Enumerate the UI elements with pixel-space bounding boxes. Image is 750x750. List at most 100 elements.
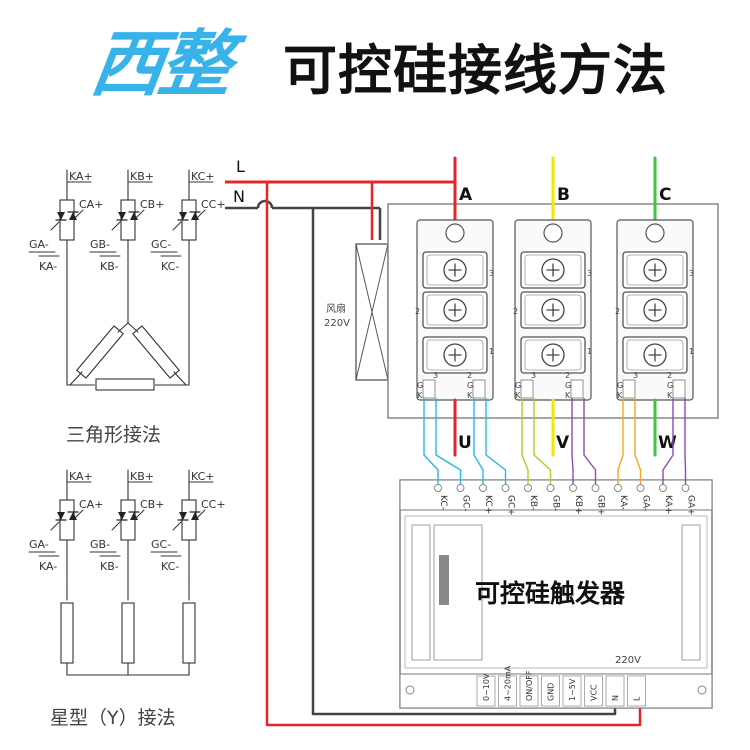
thyristor-triangle — [179, 212, 187, 220]
phase-input-label: C — [659, 185, 671, 205]
label-kplus: KB+ — [130, 170, 154, 183]
thyristor-triangle — [57, 512, 65, 520]
trigger-voltage: 220V — [615, 655, 641, 666]
label-kplus: KA+ — [69, 170, 93, 183]
gate-control-wire — [571, 398, 574, 484]
gate-terminal — [672, 379, 686, 399]
thyristor-triangle — [57, 212, 65, 220]
pin-number: 3 — [587, 269, 592, 278]
terminal-slot — [605, 675, 625, 707]
terminal-inner — [626, 339, 684, 371]
delta-wire — [127, 322, 139, 333]
terminal-screw — [569, 484, 577, 492]
label-cplus: CB+ — [140, 498, 164, 511]
resistor — [75, 325, 125, 379]
terminal-strip-top — [399, 479, 713, 511]
terminal-screw — [546, 484, 555, 492]
gate-lead — [135, 509, 145, 519]
label-line-n: N — [233, 187, 245, 206]
trigger-title: 可控硅触发器 — [475, 579, 626, 608]
gate-lead — [111, 221, 121, 231]
gate-label: K — [417, 391, 423, 400]
gate-control-wire — [473, 398, 484, 484]
label-kplus: KB+ — [130, 470, 154, 483]
wire-l-return — [265, 182, 642, 727]
phase-output-label: U — [458, 433, 472, 453]
gate-control-wire — [583, 398, 597, 484]
terminal-slot — [584, 675, 603, 707]
label-gminus: GB- — [90, 538, 110, 551]
terminal-screw — [479, 484, 487, 492]
terminal-screw — [456, 484, 465, 492]
star-thyristor-bank: KA+CA+GA-KA-KB+CB+GB-KB-KC+CC+GC-KC-星型（Y… — [28, 469, 226, 729]
label-cplus: CA+ — [79, 198, 103, 211]
page-title: 可控硅接线方法 — [283, 39, 668, 102]
mount-hole — [645, 223, 665, 243]
delta-thyristor-bank: KA+CA+GA-KA-KB+CB+GB-KB-KC+CC+GC-KC-三角形接… — [28, 169, 226, 446]
gate-lead — [74, 209, 84, 219]
gate-control-wire — [533, 398, 552, 484]
terminal-label: GA+ — [686, 495, 696, 516]
resistor — [131, 325, 181, 379]
side-rail — [681, 524, 701, 661]
gate-lead — [74, 509, 84, 519]
terminal-screw — [524, 484, 532, 492]
gate-control-wire — [435, 398, 462, 484]
label-kminus: KB- — [100, 560, 119, 573]
label-gminus: GC- — [151, 538, 171, 551]
terminal-screw — [614, 484, 622, 492]
pin-number: 2 — [513, 307, 518, 316]
terminal-screw — [681, 484, 690, 492]
resistor — [182, 602, 196, 664]
label-cplus: CC+ — [201, 498, 226, 511]
terminal-label: GB- — [551, 495, 561, 511]
terminal-screw — [659, 484, 667, 492]
mount-hole — [405, 685, 415, 695]
terminal-label: KC- — [438, 495, 448, 510]
phase-input-label: A — [459, 185, 473, 205]
pin-number: 1 — [689, 347, 694, 356]
gate-lead — [196, 209, 206, 219]
gate-label: G — [515, 381, 521, 390]
label-kplus: KC+ — [191, 170, 215, 183]
gate-control-wire — [634, 398, 642, 484]
terminal-label: N — [611, 695, 620, 701]
component — [439, 555, 449, 605]
pin-number: 1 — [489, 347, 494, 356]
terminal-label: GND — [547, 683, 556, 701]
pin-number: 3 — [633, 371, 638, 380]
gate-label: K — [617, 391, 623, 400]
wire-n-hop — [256, 199, 274, 209]
terminal-label: 4~20mA — [504, 665, 513, 701]
terminal-inner — [524, 339, 582, 371]
terminal-inner — [626, 294, 684, 326]
pin-number: 2 — [667, 371, 672, 380]
terminal-label: KB+ — [573, 495, 583, 515]
terminal-label: ON/OFF — [525, 670, 534, 701]
gate-control-wire — [521, 398, 529, 484]
delta-wire — [155, 280, 190, 386]
label-cplus: CA+ — [79, 498, 103, 511]
label-kplus: KA+ — [69, 470, 93, 483]
delta-wire — [69, 371, 83, 386]
pin-number: 3 — [689, 269, 694, 278]
gate-lead — [196, 509, 206, 519]
delta-wire — [117, 322, 129, 333]
terminal-slot — [541, 675, 560, 707]
gate-lead — [172, 521, 182, 531]
gate-lead — [111, 521, 121, 531]
gate-control-wire — [423, 398, 439, 484]
label-cplus: CB+ — [140, 198, 164, 211]
mount-hole — [697, 685, 707, 695]
gate-lead — [50, 221, 60, 231]
pin-number: 3 — [489, 269, 494, 278]
terminal-label: KC+ — [483, 495, 493, 514]
star-caption: 星型（Y）接法 — [50, 707, 176, 729]
terminal-inner — [426, 294, 484, 326]
gate-terminal — [520, 379, 534, 399]
label-gminus: GA- — [29, 238, 49, 251]
terminal-slot — [562, 675, 582, 707]
terminal-inner — [426, 254, 484, 286]
